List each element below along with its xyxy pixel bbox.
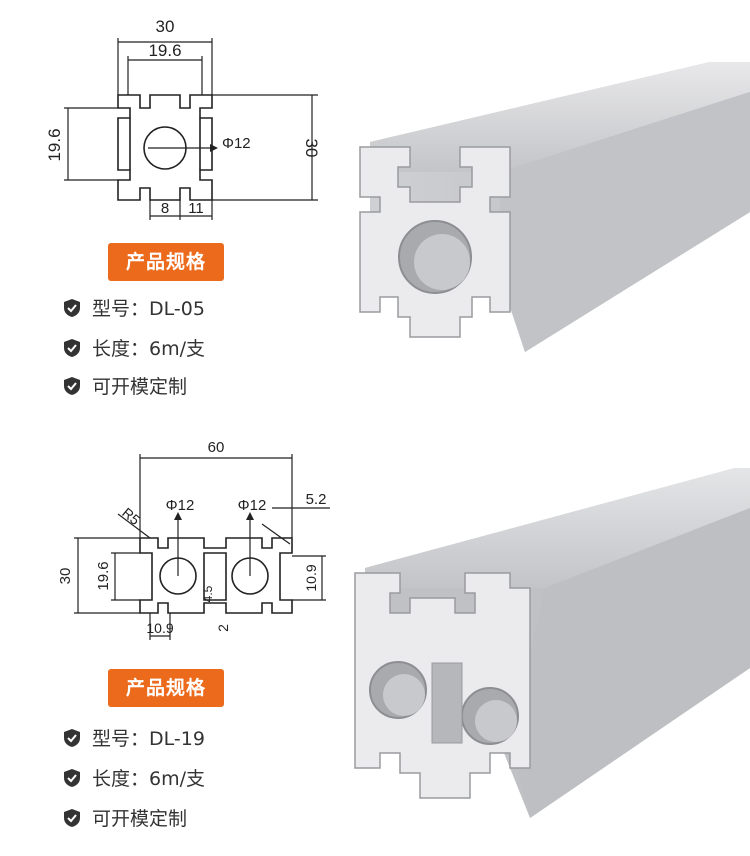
dim-height-left: 19.6: [45, 128, 64, 161]
spec-length-text: 长度：6m/支: [92, 338, 205, 360]
spec-custom-text: 可开模定制: [92, 808, 188, 830]
dim-slot-b: 11: [188, 200, 204, 217]
spec-model: 型号：DL-19: [62, 727, 205, 751]
profile-drawing-dl19: 60 Φ12 Φ12 5.2 R5 30 19.6 10.9 10.9 2 4.…: [57, 439, 330, 640]
spec-custom-text: 可开模定制: [92, 376, 188, 398]
shield-check-icon: [64, 729, 80, 747]
spec-model-text: 型号：DL-19: [92, 728, 205, 750]
shield-check-icon: [64, 299, 80, 317]
dim-side-right: 10.9: [303, 564, 319, 591]
spec-model: 型号：DL-05: [62, 297, 205, 321]
dim-web: 2: [215, 624, 231, 632]
dim-overall-width: 60: [208, 439, 225, 456]
product-section-dl19: 60 Φ12 Φ12 5.2 R5 30 19.6 10.9 10.9 2 4.…: [0, 428, 750, 856]
dim-height-outer: 30: [57, 568, 74, 585]
dim-height-right: 30: [302, 139, 321, 158]
dim-hole: Φ12: [222, 135, 251, 152]
dim-overall-width: 30: [156, 17, 175, 36]
spec-length: 长度：6m/支: [62, 337, 205, 361]
spec-badge: 产品规格: [108, 669, 225, 707]
dim-hole-left: Φ12: [166, 497, 195, 514]
spec-custom: 可开模定制: [62, 807, 187, 831]
shield-check-icon: [64, 339, 80, 357]
dim-slot-a: 8: [161, 200, 169, 217]
dim-hole-right: Φ12: [238, 497, 267, 514]
spec-badge: 产品规格: [108, 243, 225, 281]
dim-mid: 4.5: [201, 585, 215, 602]
spec-length-text: 长度：6m/支: [92, 768, 205, 790]
dim-height-inner: 19.6: [95, 561, 112, 590]
profile-drawing-dl05: 30 19.6 19.6 30 Φ12 8 11: [45, 17, 321, 220]
profile-photo-dl19: [354, 468, 750, 818]
dim-inner-width: 19.6: [148, 41, 181, 60]
dim-corner: 5.2: [306, 491, 327, 508]
shield-check-icon: [64, 809, 80, 827]
dim-slot-bottom: 10.9: [146, 620, 173, 636]
product-section-dl05: 30 19.6 19.6 30 Φ12 8 11 产品规格 型号：DL-05: [45, 17, 750, 399]
spec-length: 长度：6m/支: [62, 767, 205, 791]
shield-check-icon: [64, 377, 80, 395]
shield-check-icon: [64, 769, 80, 787]
spec-model-text: 型号：DL-05: [92, 298, 205, 320]
spec-custom: 可开模定制: [62, 375, 187, 399]
profile-photo-dl05: [359, 62, 750, 352]
